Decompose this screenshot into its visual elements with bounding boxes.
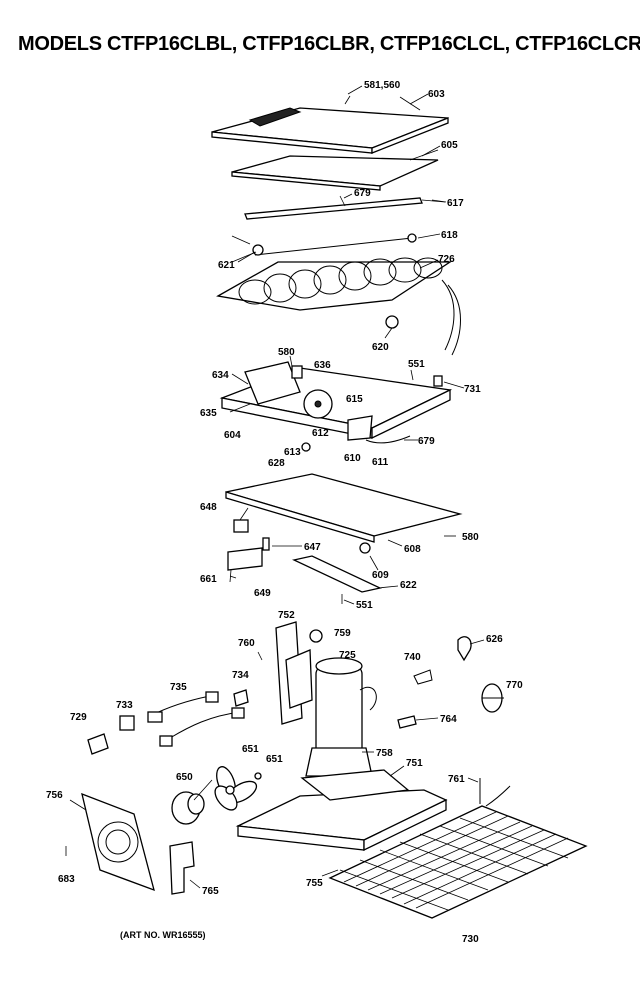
part-756-shroud	[81, 792, 155, 892]
part-752-bracket	[275, 621, 313, 725]
callout-635: 635	[200, 408, 217, 419]
callout-621: 621	[218, 260, 235, 271]
part-608-plate	[225, 473, 463, 583]
callout-650: 650	[176, 772, 193, 783]
callout-551: 551	[408, 359, 425, 370]
callout-731: 731	[464, 384, 481, 395]
callout-612: 612	[312, 428, 329, 439]
callout-636: 636	[314, 360, 331, 371]
part-605-panel	[231, 149, 439, 191]
part-733-terminal	[119, 715, 135, 731]
callout-733: 733	[116, 700, 133, 711]
callout-756: 756	[46, 790, 63, 801]
callout-761: 761	[448, 774, 465, 785]
callout-765: 765	[202, 886, 219, 897]
callout-626: 626	[486, 634, 503, 645]
callout-730: 730	[462, 934, 479, 945]
part-740-clip	[413, 669, 433, 685]
callout-726: 726	[438, 254, 455, 265]
part-730-condenser	[328, 785, 588, 919]
callout-755: 755	[306, 878, 323, 889]
callout-611: 611	[372, 457, 389, 468]
callout-679: 679	[354, 188, 371, 199]
callout-770: 770	[506, 680, 523, 691]
callout-608: 608	[404, 544, 421, 555]
callout-580b: 580	[462, 532, 479, 543]
callout-725: 725	[339, 650, 356, 661]
callout-618: 618	[441, 230, 458, 241]
part-764-clip	[397, 715, 417, 729]
callout-labels: 581,560 603 605 679 617 618 621 726 620 …	[46, 80, 523, 945]
part-751-base	[235, 769, 448, 852]
part-651-nut	[254, 772, 262, 780]
callout-751: 751	[406, 758, 423, 769]
part-735-harness	[147, 691, 245, 747]
callout-628: 628	[268, 458, 285, 469]
part-622-strip	[292, 555, 382, 604]
part-617-bracket	[244, 195, 446, 220]
part-734-connector	[233, 689, 249, 707]
callout-740: 740	[404, 652, 421, 663]
part-729-cover	[87, 733, 109, 755]
art-number: (ART NO. WR16555)	[120, 930, 206, 940]
callout-580: 580	[278, 347, 295, 358]
callout-634: 634	[212, 370, 229, 381]
part-770-fan-blade	[481, 683, 504, 713]
part-726-evaporator	[216, 257, 461, 356]
callout-661: 661	[200, 574, 217, 585]
part-725-compressor	[305, 657, 377, 777]
callout-620: 620	[372, 342, 389, 353]
callout-617: 617	[447, 198, 464, 209]
part-760-screw	[257, 651, 263, 661]
callout-605: 605	[441, 140, 458, 151]
callout-729: 729	[70, 712, 87, 723]
callout-615: 615	[346, 394, 363, 405]
page-title: MODELS CTFP16CLBL, CTFP16CLBR, CTFP16CLC…	[18, 33, 640, 55]
part-618-rod	[231, 233, 417, 263]
callout-759: 759	[334, 628, 351, 639]
part-651-fan-blade	[214, 766, 258, 811]
callout-613: 613	[284, 447, 301, 458]
callout-603: 603	[428, 89, 445, 100]
callout-752: 752	[278, 610, 295, 621]
callout-651b: 651	[266, 754, 283, 765]
callout-758: 758	[376, 748, 393, 759]
callout-760: 760	[238, 638, 255, 649]
leader-lines	[69, 85, 485, 889]
callout-622: 622	[400, 580, 417, 591]
callout-648: 648	[200, 502, 217, 513]
part-603-cover	[211, 95, 449, 154]
part-650-motor	[171, 791, 205, 825]
callout-551b: 551	[356, 600, 373, 611]
part-759-grommet	[309, 629, 323, 643]
callout-581-560: 581,560	[364, 80, 401, 91]
part-765-cover	[169, 841, 195, 895]
callout-651: 651	[242, 744, 259, 755]
callout-735: 735	[170, 682, 187, 693]
part-604-housing	[219, 361, 453, 452]
part-626-relay	[457, 636, 472, 662]
callout-764: 764	[440, 714, 457, 725]
callout-604: 604	[224, 430, 241, 441]
callout-734: 734	[232, 670, 249, 681]
callout-679b: 679	[418, 436, 435, 447]
callout-649: 649	[254, 588, 271, 599]
callout-647: 647	[304, 542, 321, 553]
callout-609: 609	[372, 570, 389, 581]
callout-683: 683	[58, 874, 75, 885]
callout-610: 610	[344, 453, 361, 464]
